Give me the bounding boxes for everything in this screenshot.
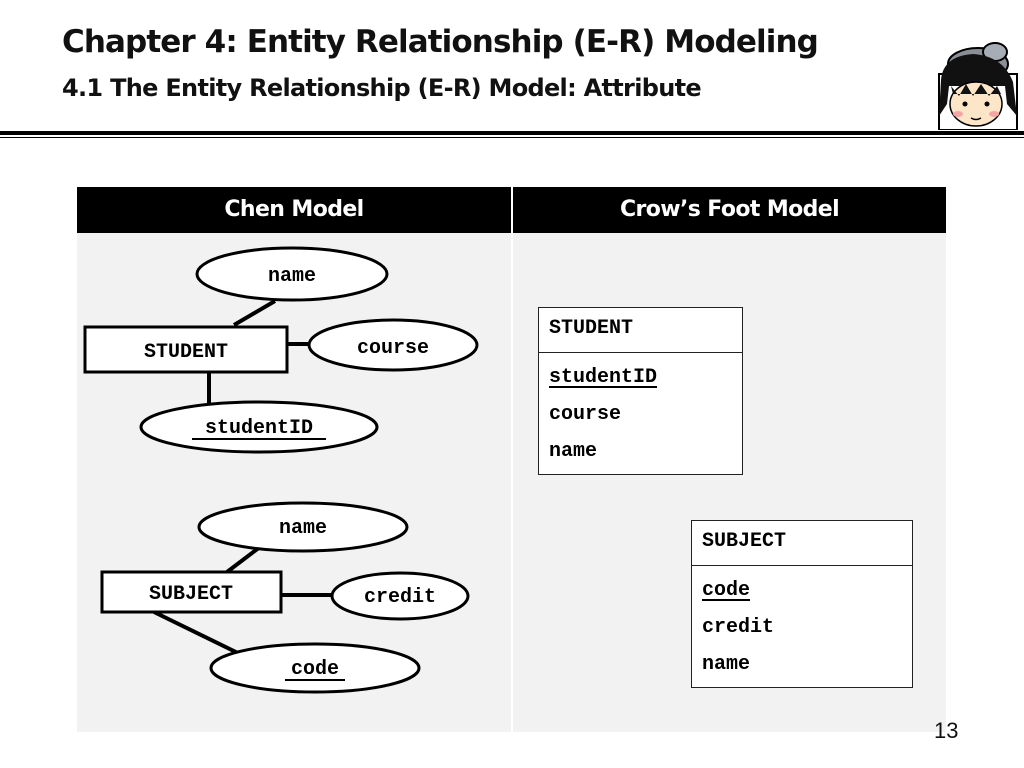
subject-name-attribute <box>197 501 409 553</box>
subject-table-header: SUBJECT <box>692 521 912 566</box>
subject-table-key: code <box>702 579 751 602</box>
slide-title: Chapter 4: Entity Relationship (E-R) Mod… <box>62 24 819 60</box>
student-name-label: name <box>268 265 316 288</box>
subject-name-label: name <box>279 517 327 540</box>
subject-code-link <box>153 610 243 657</box>
subject-code-label: code <box>291 658 339 681</box>
student-name-attribute <box>195 246 389 302</box>
student-table-key: studentID <box>549 366 658 389</box>
subject-table-attr: credit <box>702 616 775 639</box>
student-id-label: studentID <box>205 417 313 440</box>
header-rule <box>0 131 1024 135</box>
student-entity-table: STUDENT studentID course name <box>538 307 743 475</box>
student-entity-label: STUDENT <box>144 341 228 364</box>
subject-entity-label: SUBJECT <box>149 583 233 606</box>
subject-name-link <box>225 545 262 574</box>
mascot-icon <box>938 42 1018 130</box>
student-table-header: STUDENT <box>539 308 742 353</box>
crows-foot-panel: Crow’s Foot Model STUDENT studentID cour… <box>513 187 946 732</box>
chen-model-panel: Chen Model name STUDENT course studentID… <box>77 187 511 732</box>
student-course-attribute <box>307 318 479 372</box>
chen-model-header: Chen Model <box>77 187 511 233</box>
slide-subtitle: 4.1 The Entity Relationship (E-R) Model:… <box>62 74 702 102</box>
header-rule-thin <box>0 137 1024 138</box>
subject-entity <box>100 570 283 614</box>
subject-entity-table: SUBJECT code credit name <box>691 520 913 688</box>
subject-credit-label: credit <box>364 586 436 609</box>
student-table-attr: course <box>549 403 622 426</box>
student-course-label: course <box>357 337 429 360</box>
page-number: 13 <box>934 718 959 743</box>
subject-code-attribute <box>209 642 421 694</box>
student-table-attr: name <box>549 440 598 463</box>
student-entity <box>83 325 289 374</box>
subject-table-attr: name <box>702 653 751 676</box>
subject-credit-attribute <box>330 571 470 621</box>
chen-diagram: name STUDENT course studentID name SUBJE… <box>83 246 479 694</box>
student-name-link <box>232 299 277 327</box>
crows-foot-header: Crow’s Foot Model <box>513 187 946 233</box>
